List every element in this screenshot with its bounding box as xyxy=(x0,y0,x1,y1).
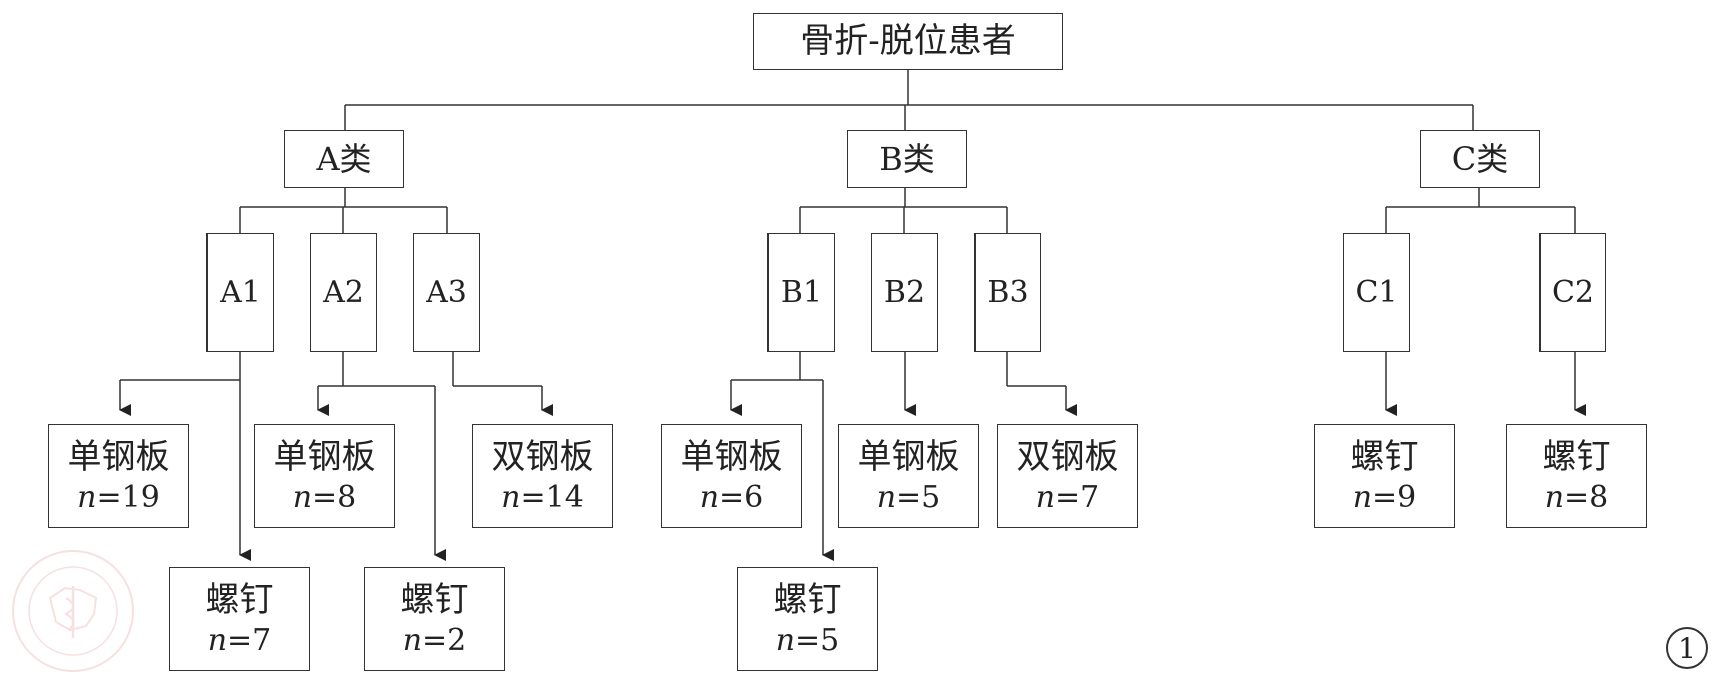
leaf-count: n=6 xyxy=(699,479,764,515)
leaf-a3-double-plate: 双钢板 n=14 xyxy=(472,424,613,528)
leaf-count: n=19 xyxy=(77,479,160,515)
subtype-c2: C2 xyxy=(1539,233,1606,352)
leaf-b1-single-plate: 单钢板 n=6 xyxy=(661,424,802,528)
category-a: A类 xyxy=(284,130,404,188)
subtype-c1-label: C1 xyxy=(1355,274,1398,310)
subtype-b2: B2 xyxy=(871,233,938,352)
subtype-c1: C1 xyxy=(1343,233,1410,352)
root-label: 骨折-脱位患者 xyxy=(800,21,1016,62)
subtype-b1-label: B1 xyxy=(780,274,823,310)
category-a-label: A类 xyxy=(316,140,372,178)
leaf-label: 单钢板 xyxy=(857,437,960,477)
leaf-label: 螺钉 xyxy=(773,580,842,620)
leaf-c1-screw: 螺钉 n=9 xyxy=(1314,424,1455,528)
category-b: B类 xyxy=(847,130,967,188)
leaf-label: 螺钉 xyxy=(1542,437,1611,477)
leaf-label: 单钢板 xyxy=(680,437,783,477)
leaf-count: n=2 xyxy=(402,622,467,658)
category-c-label: C类 xyxy=(1451,140,1509,178)
medical-association-seal-icon xyxy=(12,550,134,672)
leaf-count: n=7 xyxy=(1035,479,1100,515)
leaf-label: 单钢板 xyxy=(67,437,170,477)
subtype-a3-label: A3 xyxy=(426,274,467,310)
subtype-a1: A1 xyxy=(206,233,274,352)
subtype-a1-label: A1 xyxy=(220,274,261,310)
subtype-b3: B3 xyxy=(974,233,1041,352)
leaf-a1-single-plate: 单钢板 n=19 xyxy=(48,424,189,528)
leaf-b3-double-plate: 双钢板 n=7 xyxy=(997,424,1138,528)
category-b-label: B类 xyxy=(879,140,935,178)
category-c: C类 xyxy=(1420,130,1540,188)
leaf-a2-screw: 螺钉 n=2 xyxy=(364,567,505,671)
leaf-c2-screw: 螺钉 n=8 xyxy=(1506,424,1647,528)
subtype-b1: B1 xyxy=(767,233,835,352)
leaf-count: n=9 xyxy=(1352,479,1417,515)
subtype-a3: A3 xyxy=(413,233,480,352)
subtype-c2-label: C2 xyxy=(1551,274,1595,310)
figure-number-badge: 1 xyxy=(1666,627,1708,669)
leaf-b1-screw: 螺钉 n=5 xyxy=(737,567,878,671)
leaf-label: 单钢板 xyxy=(273,437,376,477)
leaf-count: n=5 xyxy=(775,622,840,658)
figure-number: 1 xyxy=(1678,631,1696,665)
leaf-count: n=8 xyxy=(292,479,357,515)
leaf-label: 双钢板 xyxy=(1016,437,1119,477)
subtype-b3-label: B3 xyxy=(987,274,1029,310)
leaf-count: n=14 xyxy=(501,479,584,515)
subtype-a2-label: A2 xyxy=(323,274,364,310)
leaf-b2-single-plate: 单钢板 n=5 xyxy=(838,424,979,528)
leaf-label: 螺钉 xyxy=(205,580,274,620)
leaf-label: 螺钉 xyxy=(1350,437,1419,477)
leaf-a2-single-plate: 单钢板 n=8 xyxy=(254,424,395,528)
leaf-count: n=5 xyxy=(876,479,941,515)
leaf-count: n=8 xyxy=(1544,479,1609,515)
leaf-label: 双钢板 xyxy=(491,437,594,477)
leaf-a1-screw: 螺钉 n=7 xyxy=(169,567,310,671)
root-node: 骨折-脱位患者 xyxy=(753,13,1063,70)
leaf-label: 螺钉 xyxy=(400,580,469,620)
subtype-a2: A2 xyxy=(310,233,377,352)
subtype-b2-label: B2 xyxy=(883,274,926,310)
leaf-count: n=7 xyxy=(207,622,272,658)
